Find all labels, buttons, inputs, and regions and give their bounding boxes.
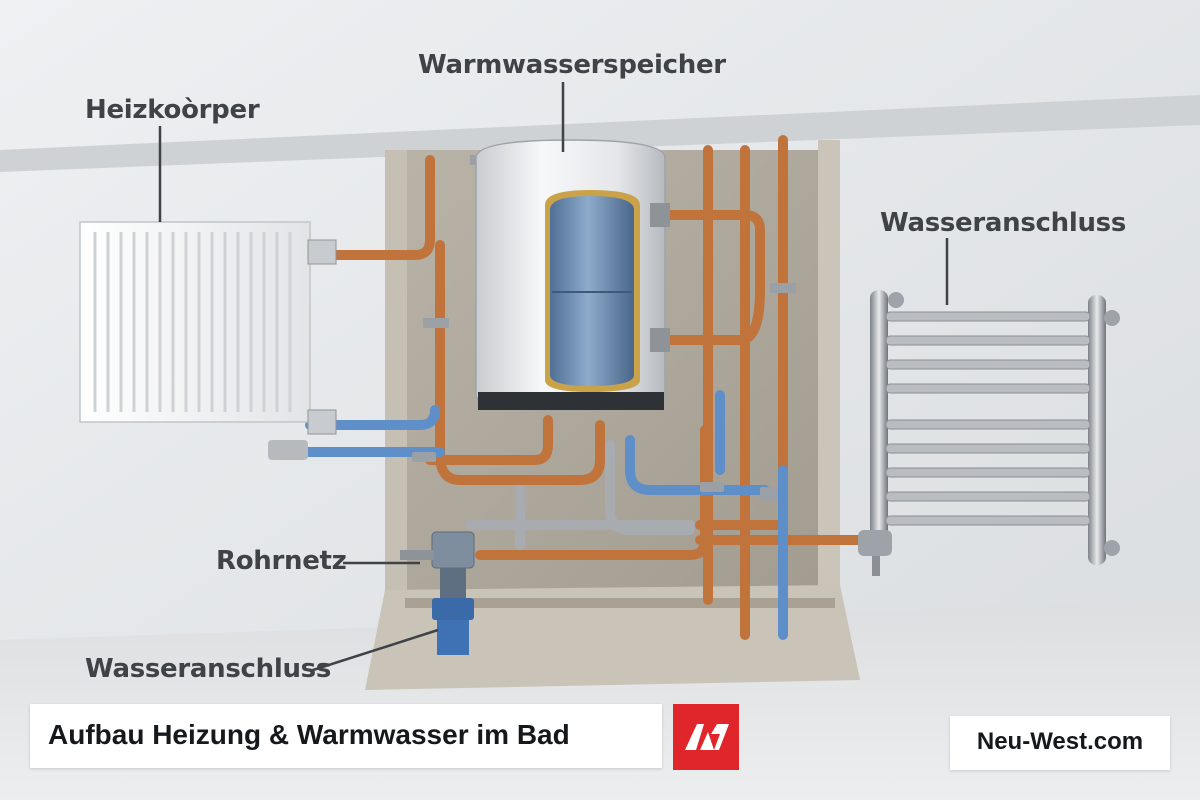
label-rohrnetz: Rohrnetz bbox=[216, 546, 347, 576]
diagram-title: Aufbau Heizung & Warmwasser im Bad bbox=[48, 719, 570, 751]
logo-nw-icon bbox=[673, 704, 739, 770]
label-warmwasserspeicher: Warmwasserspeicher bbox=[418, 50, 726, 80]
water-tank bbox=[470, 140, 670, 410]
label-wasseranschluss-bottom: Wasseranschluss bbox=[85, 654, 331, 684]
title-banner: Aufbau Heizung & Warmwasser im Bad bbox=[30, 704, 662, 768]
site-name: Neu-West.com bbox=[950, 728, 1170, 756]
label-wasseranschluss-right: Wasseranschluss bbox=[880, 208, 1126, 238]
site-badge: Neu-West.com bbox=[950, 716, 1170, 770]
label-heizkoerper: Heizkoòrper bbox=[85, 95, 259, 125]
